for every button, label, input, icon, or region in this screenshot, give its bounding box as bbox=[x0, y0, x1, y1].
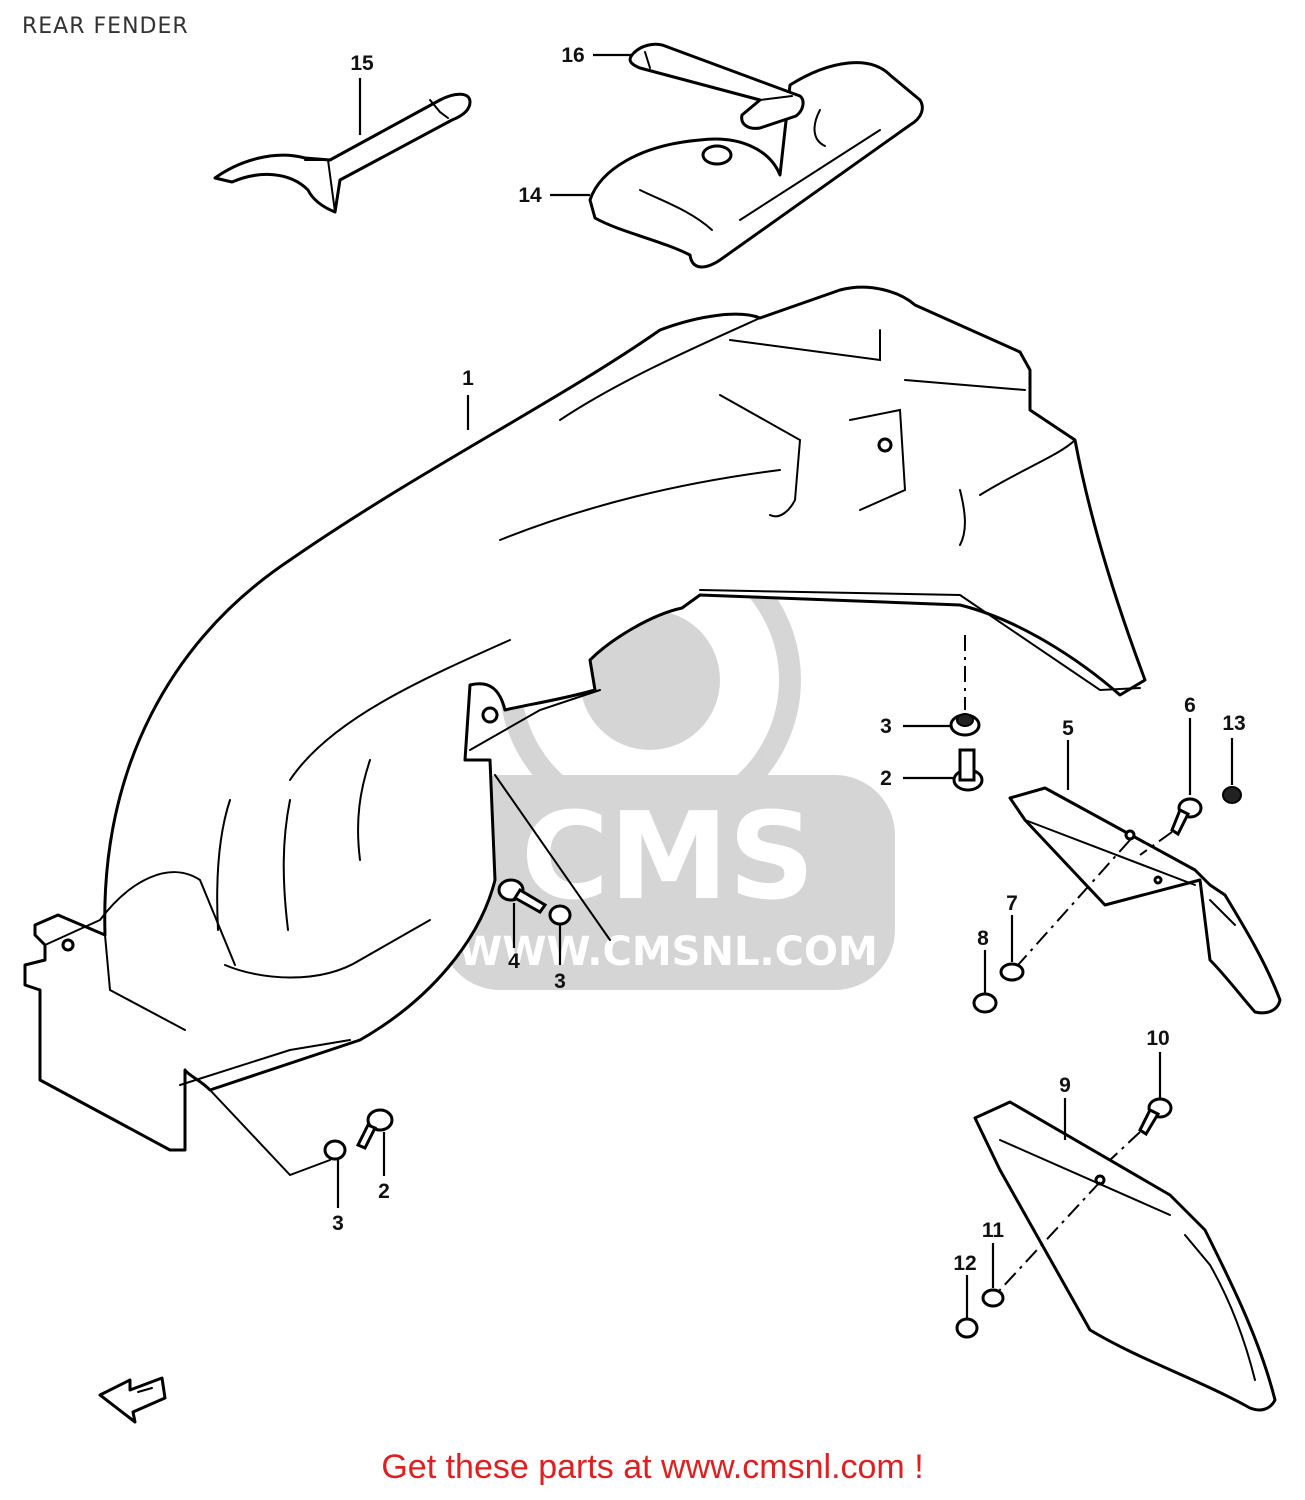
part-8-nut[interactable] bbox=[972, 992, 998, 1014]
callout-2[interactable]: 2 bbox=[880, 767, 892, 790]
callout-15[interactable]: 15 bbox=[350, 52, 374, 75]
part-2-bolt-right[interactable] bbox=[952, 748, 984, 792]
watermark-emblem-core bbox=[580, 610, 720, 750]
callout-2[interactable]: 2 bbox=[378, 1180, 390, 1203]
part-3-nut-top[interactable] bbox=[949, 713, 981, 737]
part-1-rear-fender[interactable] bbox=[23, 285, 1147, 1177]
part-4-bolt[interactable] bbox=[497, 878, 548, 914]
part-3-nut-left[interactable] bbox=[323, 1139, 347, 1161]
part-12-nut[interactable] bbox=[955, 1317, 979, 1339]
callout-8[interactable]: 8 bbox=[977, 927, 989, 950]
callout-3[interactable]: 3 bbox=[880, 715, 892, 738]
watermark-url: WWW.CMSNL.COM bbox=[458, 929, 878, 975]
watermark-brand: CMS bbox=[521, 788, 815, 927]
part-13-grommet[interactable] bbox=[1222, 786, 1242, 804]
callout-14[interactable]: 14 bbox=[518, 184, 542, 207]
callout-10[interactable]: 10 bbox=[1146, 1027, 1169, 1050]
part-14-tool-bag[interactable] bbox=[588, 61, 924, 269]
callout-3[interactable]: 3 bbox=[554, 970, 566, 993]
part-15-spanner-wrench[interactable] bbox=[213, 92, 472, 214]
cms-watermark: CMS WWW.CMSNL.COM bbox=[440, 529, 895, 990]
callout-7[interactable]: 7 bbox=[1006, 892, 1018, 915]
callout-13[interactable]: 13 bbox=[1222, 712, 1245, 735]
callout-11[interactable]: 11 bbox=[982, 1219, 1005, 1242]
callout-1[interactable]: 1 bbox=[462, 367, 474, 390]
callout-9[interactable]: 9 bbox=[1059, 1074, 1071, 1097]
page-title: REAR FENDER bbox=[22, 14, 189, 39]
part-7-washer[interactable] bbox=[999, 962, 1025, 982]
leader-lines bbox=[336, 53, 1234, 1318]
front-direction-arrow-icon bbox=[98, 1376, 167, 1424]
callout-16[interactable]: 16 bbox=[561, 44, 584, 67]
hardware-parts bbox=[323, 713, 1242, 1339]
callouts: 1 2 2 3 3 3 4 5 6 7 8 9 10 11 12 13 14 1… bbox=[332, 44, 1246, 1275]
part-10-screw[interactable] bbox=[1138, 1097, 1173, 1137]
part-3-nut-middle[interactable] bbox=[548, 904, 572, 926]
callout-6[interactable]: 6 bbox=[1184, 694, 1196, 717]
part-11-washer[interactable] bbox=[981, 1288, 1005, 1308]
footer-parts-link[interactable]: Get these parts at www.cmsnl.com ! bbox=[381, 1448, 924, 1486]
part-6-screw[interactable] bbox=[1170, 797, 1203, 837]
callout-4[interactable]: 4 bbox=[508, 950, 520, 973]
part-5-bracket[interactable] bbox=[1008, 786, 1282, 1015]
part-16-strap[interactable] bbox=[628, 42, 805, 130]
callout-5[interactable]: 5 bbox=[1062, 717, 1074, 740]
callout-3[interactable]: 3 bbox=[332, 1212, 344, 1235]
part-2-bolt-left[interactable] bbox=[355, 1108, 394, 1150]
watermark-plate bbox=[440, 775, 895, 990]
callout-12[interactable]: 12 bbox=[953, 1252, 976, 1275]
part-9-bracket[interactable] bbox=[973, 1100, 1277, 1412]
